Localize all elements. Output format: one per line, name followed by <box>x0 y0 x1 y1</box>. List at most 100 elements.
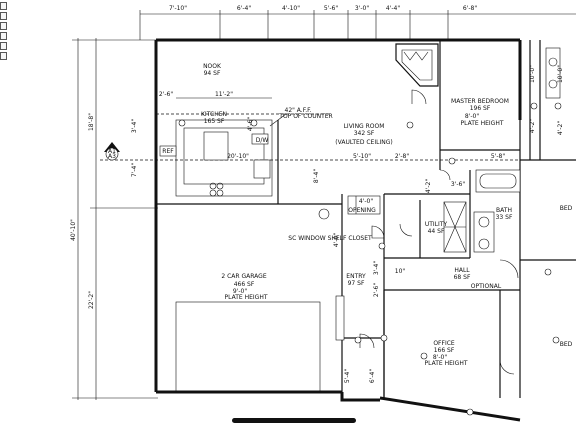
room-label-kitchen: KITCHEN 165 SF <box>201 111 227 125</box>
top-dim-2: 6'-4" <box>237 5 251 12</box>
ceiling-lines <box>100 56 540 393</box>
top-dim-3: 4'-10" <box>282 5 300 12</box>
home-indicator-bar[interactable] <box>232 418 356 423</box>
bath-sinks <box>473 211 495 253</box>
svg-text:97 SF: 97 SF <box>348 280 365 287</box>
svg-text:8'-4": 8'-4" <box>313 169 320 183</box>
tool-button-1[interactable] <box>0 2 7 10</box>
top-dim-7: 6'-8" <box>463 5 477 12</box>
opening-note: OPENING <box>348 207 376 214</box>
ref-label: REF <box>162 148 174 155</box>
svg-text:KITCHEN: KITCHEN <box>201 111 227 118</box>
svg-text:10'-0": 10'-0" <box>529 65 536 83</box>
tool-button-5[interactable] <box>0 42 7 50</box>
exterior-walls <box>154 38 541 422</box>
svg-text:PLATE HEIGHT: PLATE HEIGHT <box>425 360 468 367</box>
svg-text:BED: BED <box>560 205 573 212</box>
fireplace <box>395 43 439 87</box>
svg-text:2 CAR GARAGE: 2 CAR GARAGE <box>221 273 266 280</box>
room-label-utility: UTILITY 44 SF <box>425 221 448 235</box>
svg-text:10": 10" <box>395 268 406 275</box>
tool-button-3[interactable] <box>0 22 7 30</box>
tool-button-2[interactable] <box>0 12 7 20</box>
svg-text:94 SF: 94 SF <box>204 70 221 77</box>
svg-text:2'-6": 2'-6" <box>159 91 173 98</box>
svg-text:9'-0": 9'-0" <box>233 288 247 295</box>
fixture-markers <box>178 102 562 416</box>
room-label-hall: HALL 68 SF <box>454 267 471 281</box>
room-label-bed-right: BED BED <box>560 205 573 348</box>
kitchen-counter-note: 42" A.F.F. TOP OF COUNTER <box>269 107 333 127</box>
svg-text:(VAULTED CEILING): (VAULTED CEILING) <box>335 139 392 146</box>
room-label-living: LIVING ROOM 342 SF (VAULTED CEILING) <box>335 123 392 146</box>
svg-text:LIVING ROOM: LIVING ROOM <box>344 123 385 130</box>
svg-text:165 SF: 165 SF <box>204 118 225 125</box>
svg-text:5'-10": 5'-10" <box>353 153 371 160</box>
top-dimension-string: 7'-10" 6'-4" 4'-10" 5'-6" 3'-0" 4'-4" 6'… <box>139 5 576 40</box>
svg-text:PLATE HEIGHT: PLATE HEIGHT <box>225 294 268 301</box>
svg-text:7'-4": 7'-4" <box>131 163 138 177</box>
svg-text:3'-4": 3'-4" <box>131 119 138 133</box>
svg-text:ENTRY: ENTRY <box>346 273 366 280</box>
svg-text:166 SF: 166 SF <box>434 347 455 354</box>
right-bath-fixtures <box>545 47 561 99</box>
svg-text:2'-8": 2'-8" <box>395 153 409 160</box>
room-label-entry: ENTRY 97 SF <box>346 273 366 287</box>
room-label-garage: 2 CAR GARAGE 466 SF 9'-0" PLATE HEIGHT <box>221 273 267 301</box>
section-marker: A1 A3 <box>104 142 120 161</box>
section-sheet: A3 <box>108 153 116 160</box>
svg-text:8'-0": 8'-0" <box>433 354 447 361</box>
entry-opening <box>347 195 381 215</box>
room-label-office: OFFICE 166 SF 8'-0" PLATE HEIGHT <box>425 340 468 367</box>
svg-text:MASTER BEDROOM: MASTER BEDROOM <box>451 98 509 105</box>
svg-text:BED: BED <box>560 341 573 348</box>
kitchen-counters <box>159 119 273 197</box>
garage-storage <box>335 295 345 341</box>
svg-text:4'-0": 4'-0" <box>359 198 373 205</box>
optional-note: OPTIONAL <box>471 283 502 290</box>
svg-text:TOP OF COUNTER: TOP OF COUNTER <box>278 113 332 120</box>
svg-text:4'-2": 4'-2" <box>557 121 564 135</box>
svg-text:42" A.F.F.: 42" A.F.F. <box>285 107 312 114</box>
svg-text:68 SF: 68 SF <box>454 274 471 281</box>
section-letter: A1 <box>108 148 116 155</box>
left-dimension-string: 40'-10" 18'-8" 22'-2" <box>70 38 158 400</box>
svg-text:UTILITY: UTILITY <box>425 221 448 228</box>
overall-depth-dim: 40'-10" <box>70 219 77 241</box>
svg-text:6'-4": 6'-4" <box>369 369 376 383</box>
svg-text:PLATE HEIGHT: PLATE HEIGHT <box>461 120 504 127</box>
utility-fixtures <box>443 201 467 253</box>
svg-text:OFFICE: OFFICE <box>433 340 455 347</box>
upper-depth-dim: 18'-8" <box>88 113 95 131</box>
viewer-toolbar <box>0 0 10 62</box>
svg-text:BATH: BATH <box>496 207 512 214</box>
svg-text:4'-2": 4'-2" <box>425 179 432 193</box>
closet-note: SC WINDOW SHELF CLOSET <box>288 235 372 242</box>
svg-text:4'-6": 4'-6" <box>247 117 254 131</box>
svg-text:2'-6": 2'-6" <box>373 283 380 297</box>
svg-text:196 SF: 196 SF <box>470 105 491 112</box>
svg-text:8'-0": 8'-0" <box>465 113 479 120</box>
top-dim-1: 7'-10" <box>169 5 187 12</box>
dw-label: D/W <box>256 137 269 144</box>
svg-text:10'-0": 10'-0" <box>557 65 564 83</box>
svg-text:HALL: HALL <box>454 267 470 274</box>
interior-walls <box>156 40 576 400</box>
interior-dimensions: 11'-2" 2'-6" 20'-10" 5'-10" 2'-8" 5'-8" … <box>131 65 564 383</box>
tool-button-6[interactable] <box>0 52 7 60</box>
top-dim-4: 5'-6" <box>324 5 338 12</box>
svg-text:4'-0": 4'-0" <box>333 233 340 247</box>
room-label-nook: NOOK 94 SF <box>203 63 222 77</box>
svg-text:466 SF: 466 SF <box>234 281 255 288</box>
top-dim-5: 3'-0" <box>355 5 369 12</box>
svg-text:5'-4": 5'-4" <box>344 369 351 383</box>
svg-text:NOOK: NOOK <box>203 63 222 70</box>
top-dim-6: 4'-4" <box>386 5 400 12</box>
bathtub <box>475 169 521 193</box>
tool-button-4[interactable] <box>0 32 7 40</box>
svg-text:20'-10": 20'-10" <box>227 153 249 160</box>
svg-text:3'-6": 3'-6" <box>451 181 465 188</box>
lower-depth-dim: 22'-2" <box>88 291 95 309</box>
svg-text:5'-8": 5'-8" <box>491 153 505 160</box>
